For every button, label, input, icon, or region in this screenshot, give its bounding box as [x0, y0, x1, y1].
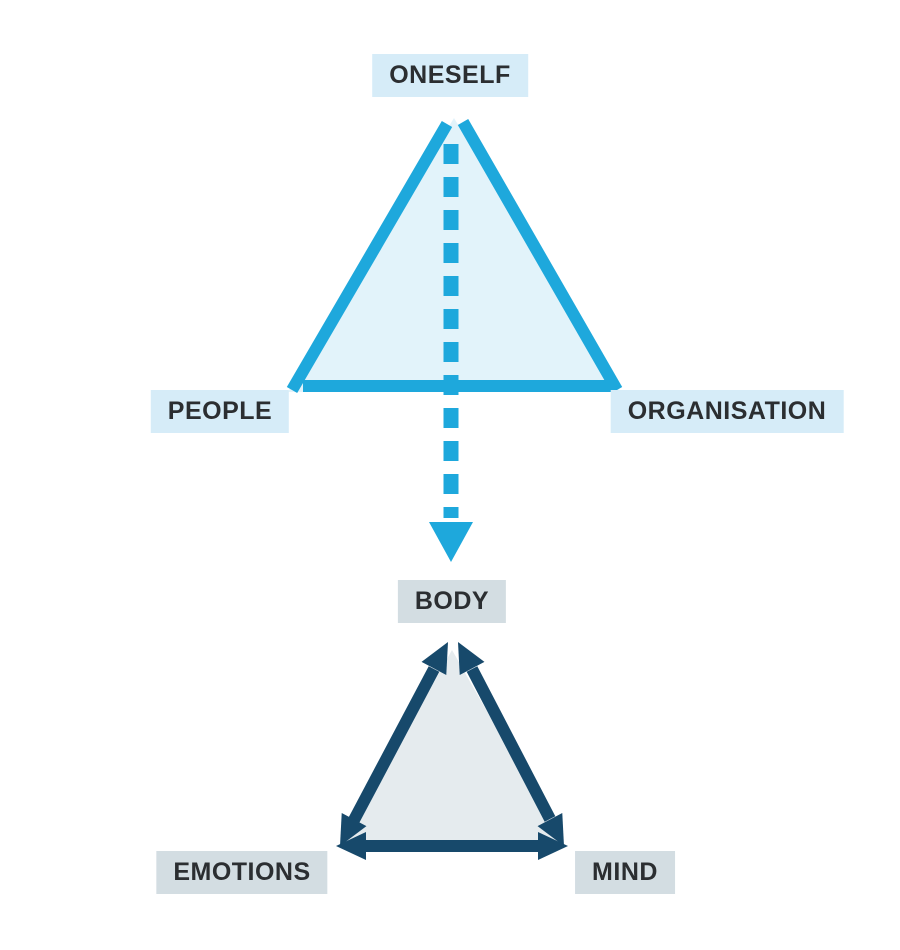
label-people: PEOPLE [150, 390, 290, 433]
label-mind: MIND [575, 851, 675, 894]
arrowhead-bottomleft-horizontal-icon [336, 832, 366, 860]
arrowhead-bottomright-horizontal-icon [538, 832, 568, 860]
label-organisation: ORGANISATION [610, 390, 844, 433]
arrowhead-bottomright-diagonal-icon [537, 812, 564, 846]
label-emotions: EMOTIONS [156, 851, 328, 894]
bottom-triangle-right-edge [466, 666, 556, 822]
arrowhead-apex-left-icon [421, 642, 448, 676]
connector-arrowhead-icon [429, 522, 473, 562]
bottom-triangle-left-edge [348, 666, 440, 823]
top-triangle-right-edge [457, 119, 623, 393]
top-triangle-left-edge [286, 120, 453, 394]
arrowhead-apex-right-icon [458, 642, 485, 676]
arrowhead-bottomleft-diagonal-icon [340, 812, 367, 846]
bottom-triangle-fill [344, 650, 562, 843]
label-oneself: ONESELF [372, 54, 528, 97]
label-body: BODY [397, 580, 507, 623]
